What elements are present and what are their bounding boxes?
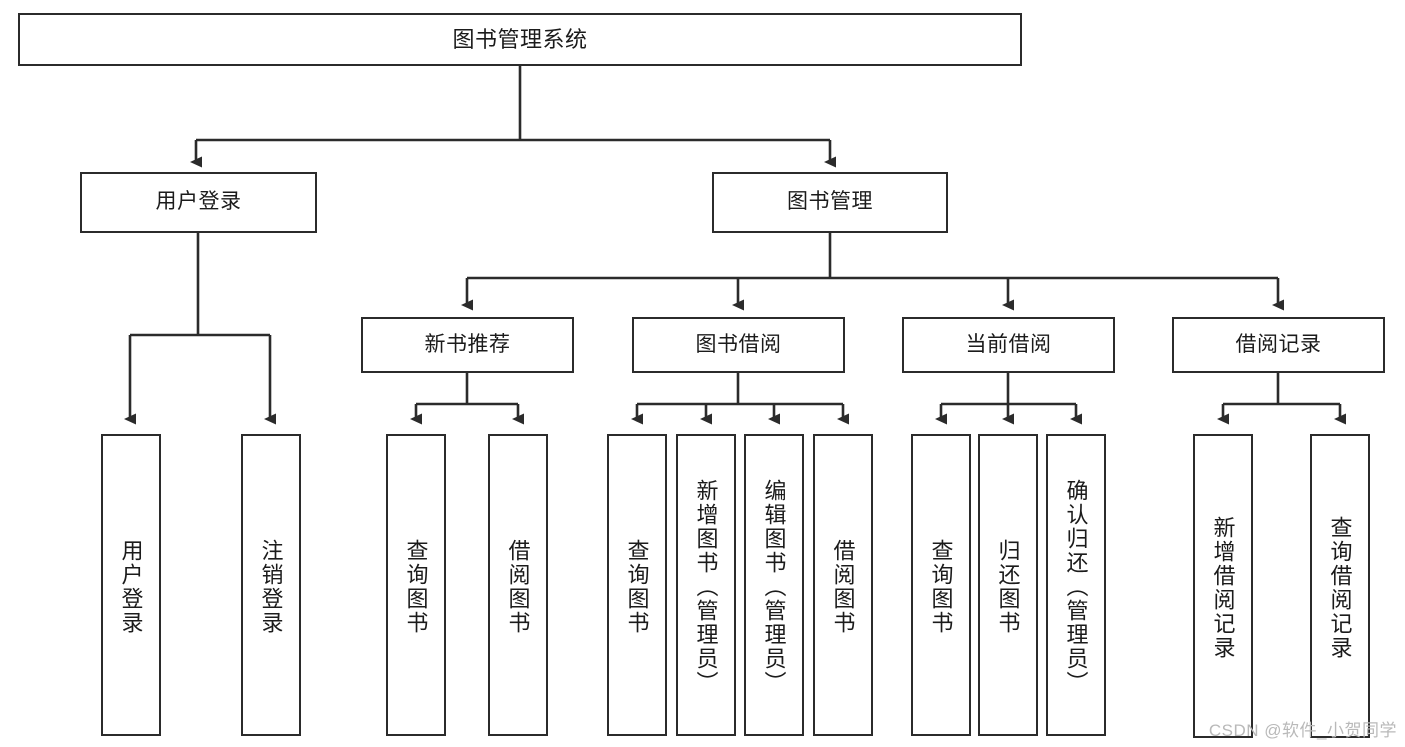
node-book-borrow[interactable]: 图书借阅 [632,317,845,373]
node-user-login-label: 用户登录 [155,190,242,214]
node-current-borrow[interactable]: 当前借阅 [902,317,1115,373]
node-leaf-logout-login[interactable]: 注销登录 [241,434,301,736]
node-new-book-recommend[interactable]: 新书推荐 [361,317,574,373]
node-book-borrow-label: 图书借阅 [695,332,782,356]
node-book-management-label: 图书管理 [787,190,873,214]
node-leaf-confirm-return-label: 确认归还（管理员） [1063,479,1089,695]
node-leaf-query-book-1-label: 查询图书 [403,539,429,635]
node-leaf-edit-book-label: 编辑图书（管理员） [761,479,787,695]
node-leaf-add-record[interactable]: 新增借阅记录 [1193,434,1253,738]
node-leaf-borrow-book-1[interactable]: 借阅图书 [488,434,548,736]
node-leaf-user-login[interactable]: 用户登录 [101,434,161,736]
node-current-borrow-label: 当前借阅 [965,332,1052,356]
node-leaf-query-book-2-label: 查询图书 [624,539,650,635]
node-leaf-borrow-book-1-label: 借阅图书 [505,539,531,635]
node-leaf-user-login-label: 用户登录 [118,539,144,635]
node-leaf-edit-book[interactable]: 编辑图书（管理员） [744,434,804,736]
node-root[interactable]: 图书管理系统 [18,13,1022,66]
node-leaf-return-book-label: 归还图书 [995,539,1021,635]
node-borrow-record[interactable]: 借阅记录 [1172,317,1385,373]
node-leaf-query-book-1[interactable]: 查询图书 [386,434,446,736]
node-user-login[interactable]: 用户登录 [80,172,317,233]
watermark-text: CSDN @软件_小贺同学 [1208,721,1397,740]
node-book-management[interactable]: 图书管理 [712,172,948,233]
node-borrow-record-label: 借阅记录 [1235,332,1322,356]
node-new-book-recommend-label: 新书推荐 [424,332,511,356]
node-leaf-borrow-book-2[interactable]: 借阅图书 [813,434,873,736]
node-leaf-add-record-label: 新增借阅记录 [1210,516,1236,660]
node-leaf-confirm-return[interactable]: 确认归还（管理员） [1046,434,1106,736]
node-leaf-add-book[interactable]: 新增图书（管理员） [676,434,736,736]
node-leaf-add-book-label: 新增图书（管理员） [693,479,719,695]
node-leaf-borrow-book-2-label: 借阅图书 [830,539,856,635]
node-leaf-query-book-2[interactable]: 查询图书 [607,434,667,736]
node-leaf-return-book[interactable]: 归还图书 [978,434,1038,736]
node-leaf-query-book-3-label: 查询图书 [928,539,954,635]
node-leaf-query-record-label: 查询借阅记录 [1327,516,1353,660]
node-root-label: 图书管理系统 [452,26,588,52]
node-leaf-query-record[interactable]: 查询借阅记录 [1310,434,1370,738]
node-leaf-logout-login-label: 注销登录 [258,539,284,635]
node-leaf-query-book-3[interactable]: 查询图书 [911,434,971,736]
